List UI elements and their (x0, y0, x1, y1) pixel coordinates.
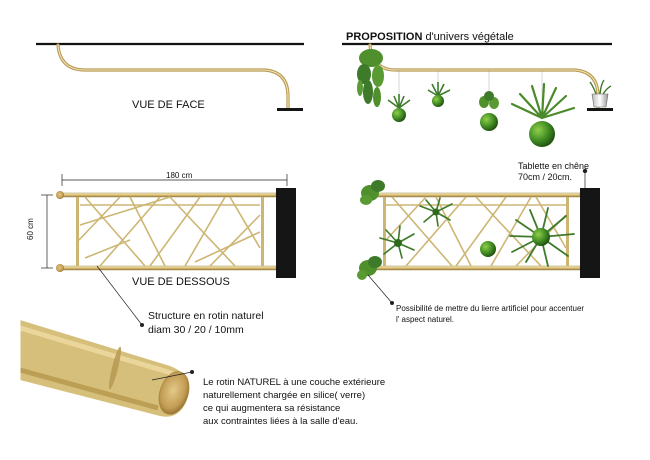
wall-fixing-top (56, 191, 64, 199)
proposal-view (342, 42, 613, 147)
ivy-note-line1: Possibilité de mettre du lierre artifici… (396, 304, 585, 313)
rattan-description: Le rotin NATUREL à une couche extérieure… (203, 376, 385, 428)
rattan-note-line2: naturellement chargée en silice( verre) (203, 390, 366, 401)
rattan-note-line4: aux contraintes liées à la salle d'eau. (203, 416, 358, 427)
shelf-note-line1: Tablette en chêne (518, 161, 590, 171)
kokedama-plant-3 (479, 70, 499, 131)
proposal-title-bold: PROPOSITION (346, 31, 423, 43)
structure-note-line2: diam 30 / 20 / 10mm (148, 324, 244, 336)
rattan-note-line3: ce qui augmentera sa résistance (203, 403, 341, 414)
ivy-cluster-bottom (357, 256, 382, 280)
glass-pot (591, 93, 609, 108)
rattan-lattice (78, 196, 261, 267)
proposal-title: PROPOSITION d'univers végétale (346, 31, 514, 43)
kokedama-plant-1 (387, 70, 411, 122)
bottom-view (41, 174, 296, 327)
shelf-note-line2: 70cm / 20cm. (518, 172, 573, 182)
kokedama-plant-2 (427, 70, 451, 107)
front-view (36, 42, 304, 111)
front-view-title: VUE DE FACE (132, 99, 205, 111)
spiky-plant-large (509, 207, 575, 267)
rattan-closeup (19, 320, 194, 417)
kokedama-plant-4 (510, 70, 576, 147)
moss-ball (480, 241, 496, 257)
structure-note-line1: Structure en rotin naturel (148, 310, 264, 322)
oak-shelf (580, 188, 600, 278)
ivy-cluster-top (360, 180, 385, 205)
spiky-plant-1 (419, 197, 453, 227)
rattan-note-line1: Le rotin NATUREL à une couche extérieure (203, 377, 386, 388)
ivy-note-line2: l' aspect naturel. (396, 315, 455, 324)
proposal-title-rest: d'univers végétale (422, 31, 514, 43)
bottom-rail (59, 265, 277, 271)
rattan-node (108, 346, 122, 390)
height-dimension: 60 cm (26, 218, 35, 240)
rattan-end-cap (158, 371, 190, 415)
bottom-view-title: VUE DE DESSOUS (132, 276, 230, 288)
hanging-ivy-plant (357, 49, 384, 107)
width-dimension: 180 cm (166, 171, 193, 180)
spiky-plant-2 (379, 225, 415, 259)
top-rail (59, 192, 277, 198)
oak-shelf-bottom-view (276, 188, 296, 278)
proposal-bottom-view (357, 168, 600, 305)
wall-shelf-front (277, 108, 303, 111)
wall-fixing-bottom (56, 264, 64, 272)
